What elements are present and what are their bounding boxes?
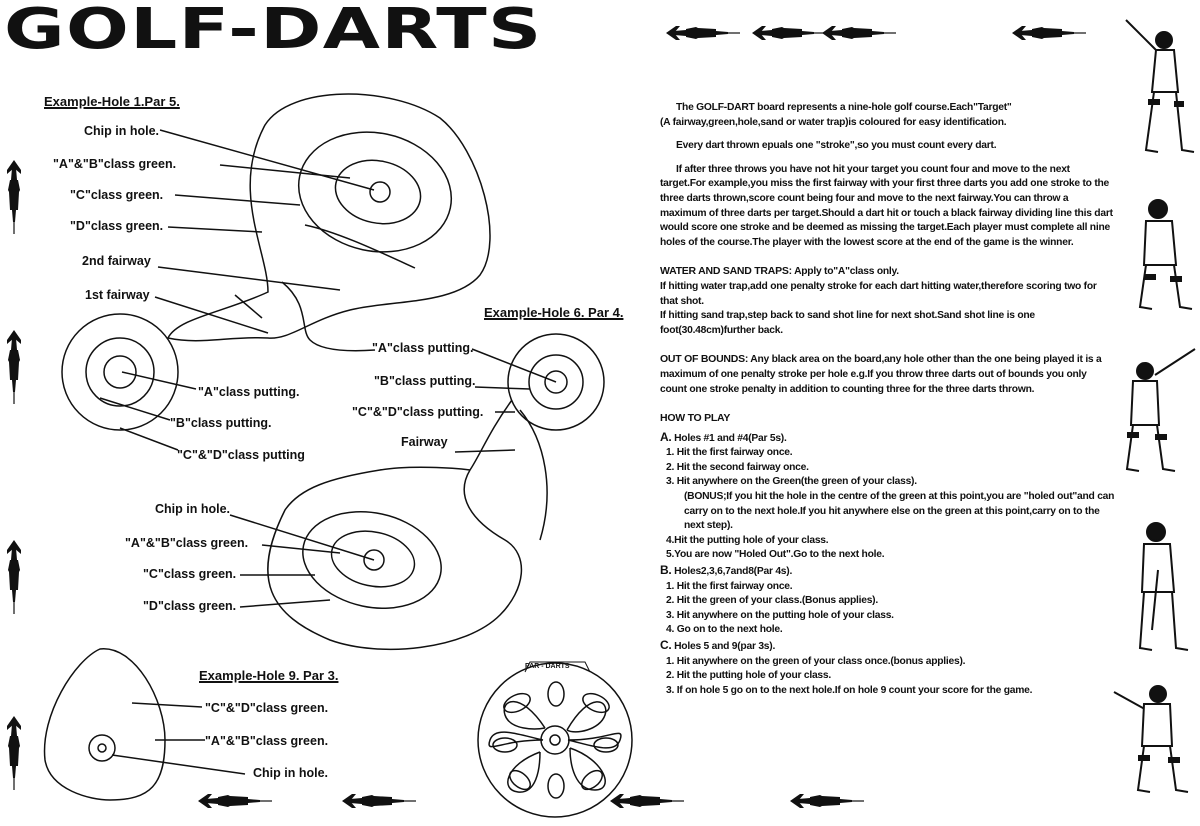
step-b2: 2. Hit the green of your class.(Bonus ap… (666, 595, 878, 607)
out-of-bounds-title: OUT OF BOUNDS: (660, 353, 749, 366)
water-traps-rest: Apply to"A"class only. (791, 266, 899, 278)
every-dart-rule: Every dart thrown epuals one "stroke",so… (676, 140, 997, 152)
how-to-play-title: HOW TO PLAY (660, 412, 731, 425)
hole-9-header: Example-Hole 9. Par 3. (199, 668, 339, 683)
section-c-heading: C. Holes 5 and 9(par 3s). (660, 638, 1115, 655)
section-b-heading: B. Holes2,3,6,7and8(Par 4s). (660, 563, 1115, 580)
dart-icon (789, 793, 865, 809)
step-a4: 4.Hit the putting hole of your class. (666, 534, 829, 546)
dart-icon (751, 25, 827, 41)
step-c1: 1. Hit anywhere on the green of your cla… (666, 655, 966, 667)
miss-rule: If after three throws you have not hit y… (660, 163, 1113, 248)
out-of-bounds-text: Any black area on the board,any hole oth… (660, 354, 1102, 395)
dart-icon (6, 539, 22, 615)
step-b3: 3. Hit anywhere on the putting hole of y… (666, 609, 894, 621)
golfer-illustration (1138, 522, 1189, 651)
section-letter: C. (660, 638, 672, 652)
hole-6-label: "C"&"D"class putting. (352, 405, 484, 419)
step-c2: 2. Hit the putting hole of your class. (666, 670, 831, 682)
hole-6-diagram (229, 333, 605, 651)
section-a-title: Holes #1 and #4(Par 5s). (674, 432, 787, 444)
golfer-illustration (1138, 199, 1193, 310)
dart-icon (197, 793, 273, 809)
hole-1-label: "D"class green. (70, 219, 164, 233)
step-b4: 4. Go on to the next hole. (666, 624, 783, 636)
water-rule: If hitting water trap,add one penalty st… (660, 280, 1097, 307)
section-c-title: Holes 5 and 9(par 3s). (674, 641, 776, 652)
dart-icon (6, 329, 22, 405)
intro-line-2: (A fairway,green,hole,sand or water trap… (660, 116, 1007, 128)
hole-1-label: 2nd fairway (82, 254, 151, 268)
mini-dartboard (477, 662, 633, 818)
hole-6-label: "D"class green. (143, 599, 237, 613)
water-traps-title: WATER AND SAND TRAPS: (660, 265, 792, 278)
hole-1-label: "A"&"B"class green. (53, 157, 177, 171)
dart-icon (609, 793, 685, 809)
hole-6-label: "B"class putting. (374, 374, 476, 388)
hole-9-label: Chip in hole. (253, 766, 328, 780)
section-b-title: Holes2,3,6,7and8(Par 4s). (674, 566, 793, 578)
hole-1-label: Chip in hole. (84, 124, 159, 138)
hole-6-header: Example-Hole 6. Par 4. (484, 305, 624, 320)
hole-9-label: "A"&"B"class green. (205, 734, 329, 748)
dart-icon (341, 793, 417, 809)
hole-1-header: Example-Hole 1.Par 5. (44, 94, 180, 109)
dart-icon (665, 25, 741, 41)
hole-6-label: "A"&"B"class green. (125, 536, 249, 550)
water-traps-heading: WATER AND SAND TRAPS: Apply to"A"class o… (660, 264, 1115, 280)
step-a3: 3. Hit anywhere on the Green(the green o… (666, 476, 917, 488)
page-title: GOLF-DARTS (4, 0, 543, 62)
out-of-bounds-rule: OUT OF BOUNDS: Any black area on the boa… (660, 352, 1115, 397)
section-a-heading: A. Holes #1 and #4(Par 5s). (660, 430, 1115, 447)
hole-9-diagram (43, 648, 246, 801)
sand-rule: If hitting sand trap,step back to sand s… (660, 310, 1035, 336)
dart-icon (821, 25, 897, 41)
hole-6-label: "A"class putting. (372, 341, 474, 355)
golfer-illustration (1125, 19, 1195, 153)
dart-icon (6, 159, 22, 235)
hole-6-label: "C"class green. (143, 567, 237, 581)
hole-6-label: Chip in hole. (155, 502, 230, 516)
golfer-illustration (1125, 348, 1196, 472)
step-a5: 5.You are now "Holed Out".Go to the next… (666, 549, 885, 561)
hole-9-label: "C"&"D"class green. (205, 701, 329, 715)
hole-6-label: Fairway (401, 435, 448, 449)
step-a1: 1. Hit the first fairway once. (666, 447, 793, 459)
section-letter: B. (660, 563, 672, 578)
dart-icon (6, 715, 22, 791)
intro-line-1: The GOLF-DART board represents a nine-ho… (676, 102, 1012, 113)
hole-1-label: "B"class putting. (170, 416, 272, 430)
hole-1-label: "A"class putting. (198, 385, 300, 399)
rules-text: The GOLF-DART board represents a nine-ho… (660, 101, 1115, 698)
hole-1-label: "C"class green. (70, 188, 164, 202)
section-letter: A. (660, 429, 672, 444)
step-b1: 1. Hit the first fairway once. (666, 580, 793, 592)
board-label: PAR - DARTS (525, 663, 570, 670)
hole-1-label: "C"&"D"class putting (177, 448, 305, 462)
step-a2: 2. Hit the second fairway once. (666, 461, 809, 473)
hole-1-diagram (61, 93, 491, 451)
hole-1-label: 1st fairway (85, 288, 150, 302)
step-c3: 3. If on hole 5 go on to the next hole.I… (666, 684, 1033, 696)
golfer-illustration (1113, 685, 1189, 793)
step-a3-bonus: (BONUS;If you hit the hole in the centre… (684, 491, 1115, 532)
dart-icon (1011, 25, 1087, 41)
